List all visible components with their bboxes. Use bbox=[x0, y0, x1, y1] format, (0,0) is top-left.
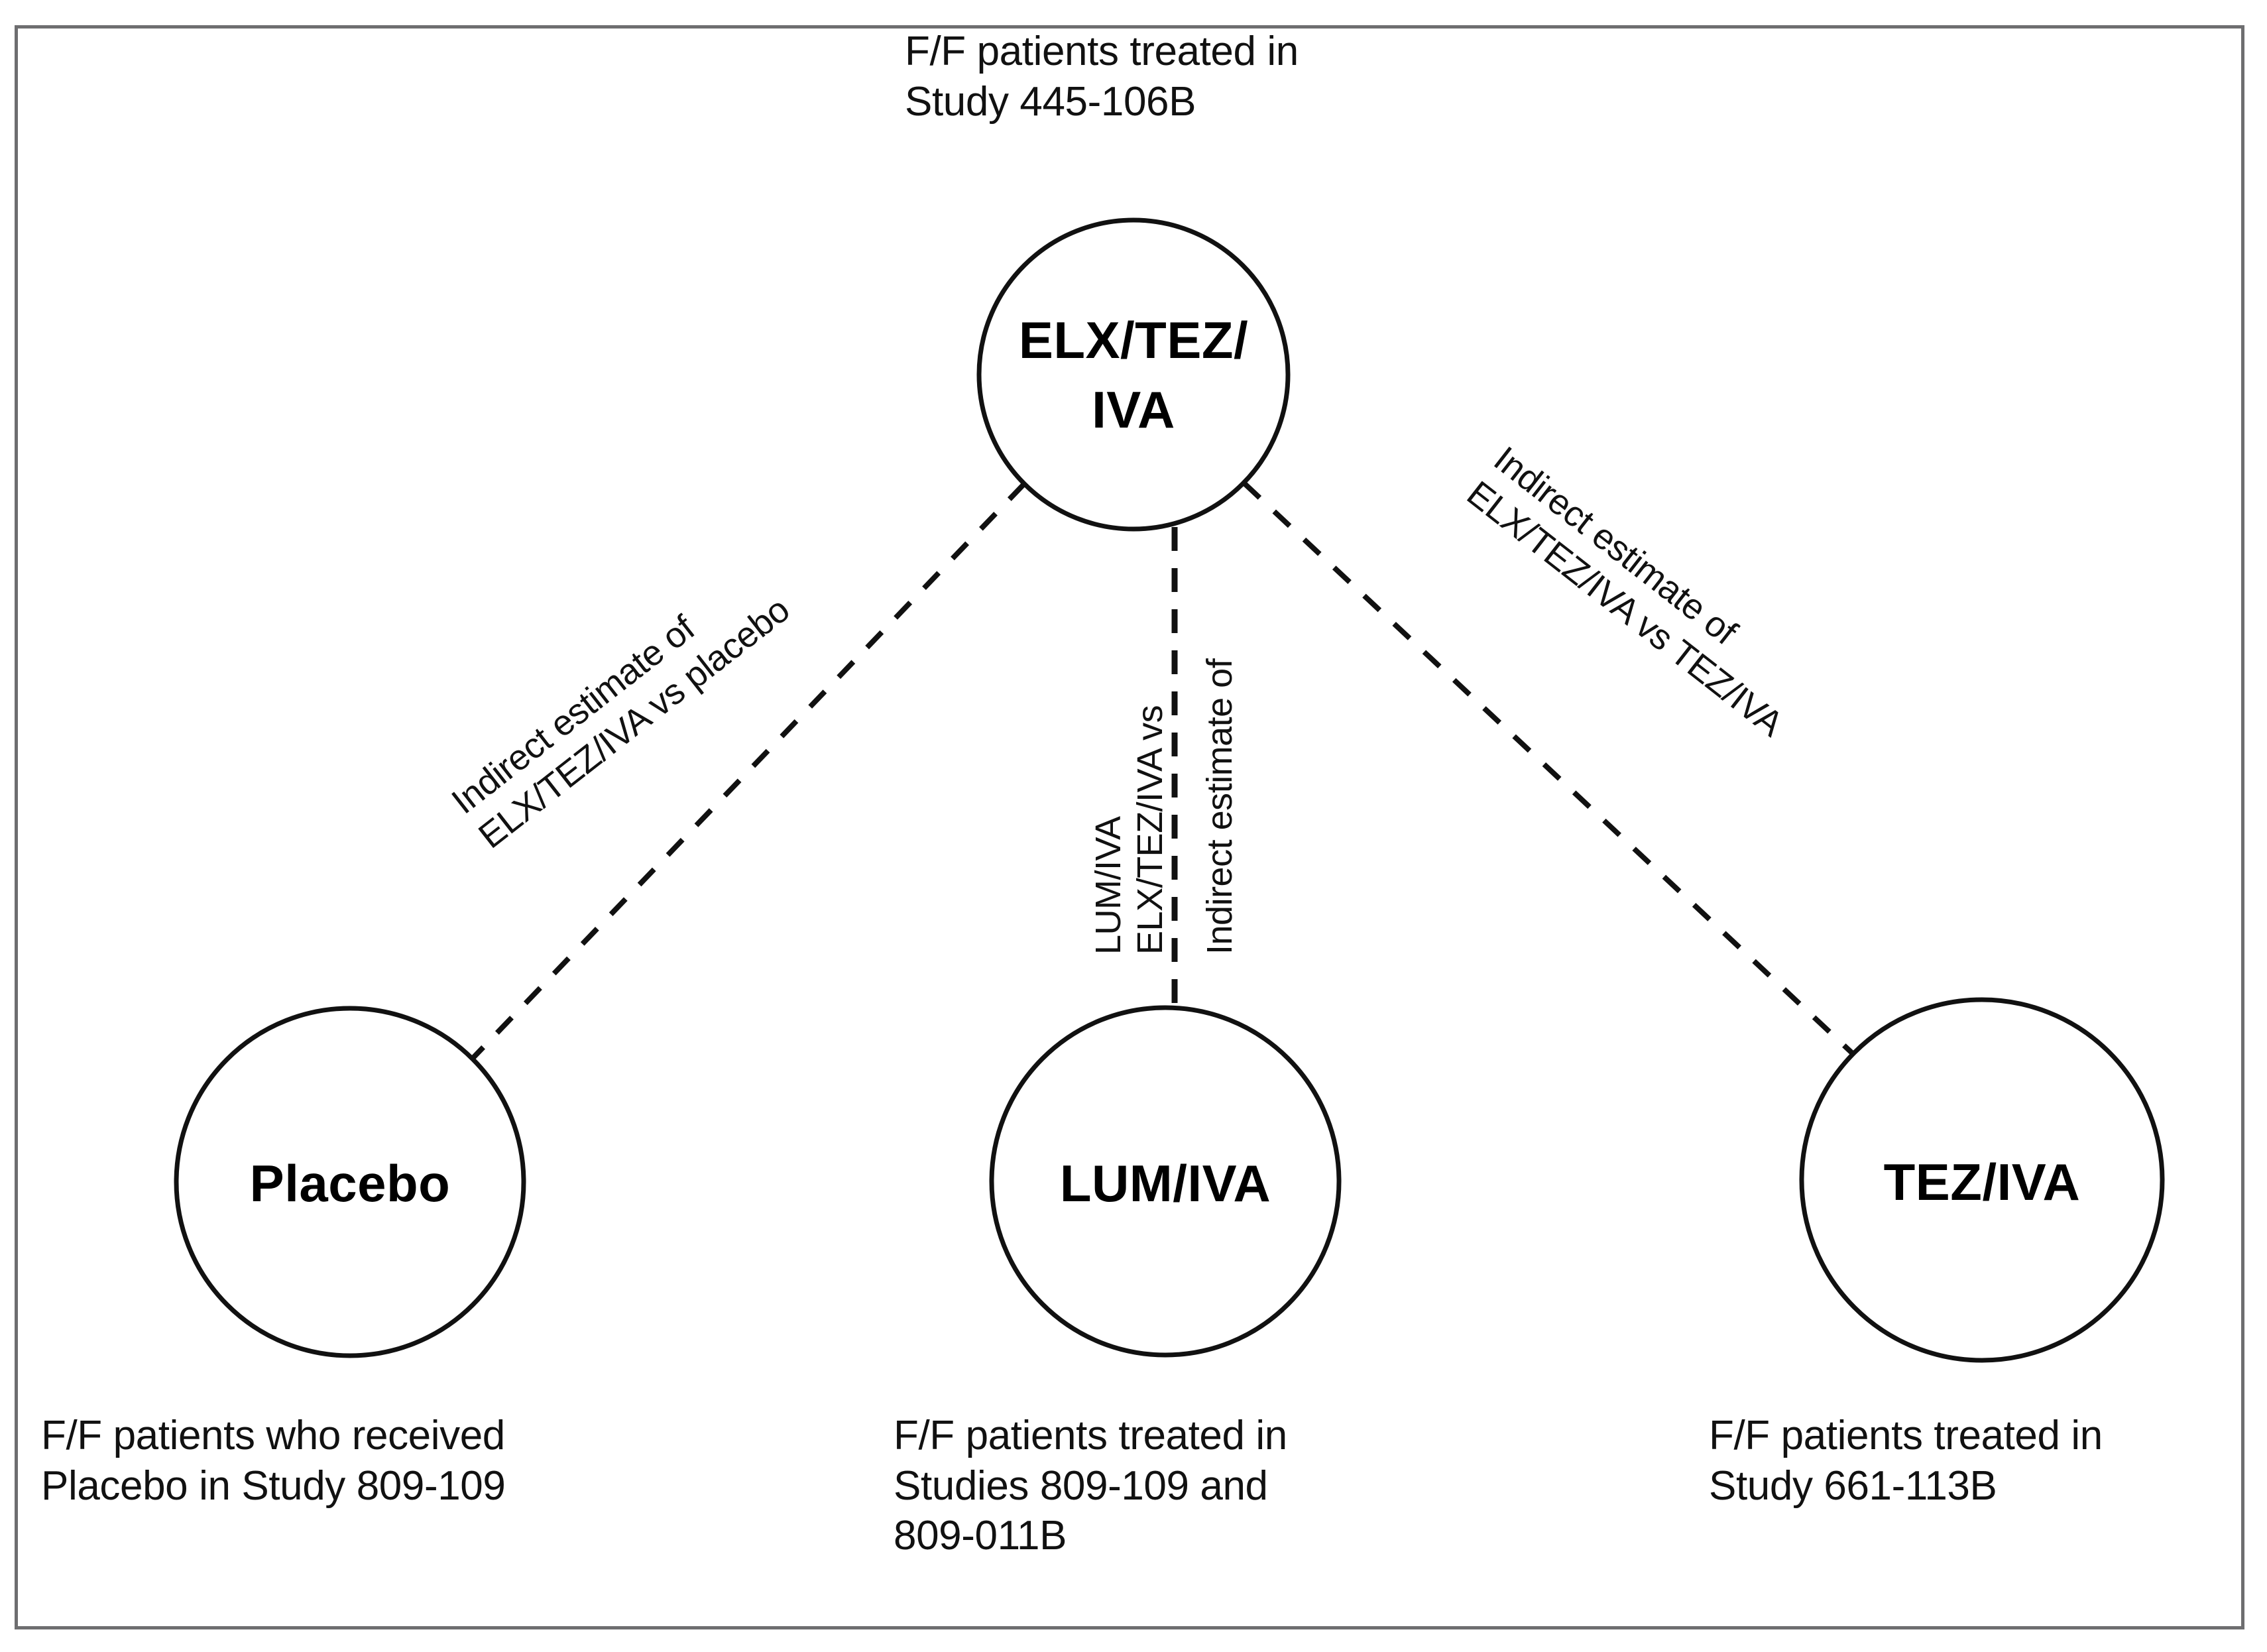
figure-border bbox=[15, 25, 2244, 1629]
edge-elx-placebo-label: Indirect estimate of ELX/TEZ/IVA vs plac… bbox=[444, 589, 797, 856]
node-elx-tez-iva[interactable]: ELX/TEZ/ IVA bbox=[976, 217, 1291, 532]
edge-elx-lum-label-line3: LUM/IVA bbox=[1088, 816, 1128, 955]
caption-top-center: F/F patients treated in Study 445-106B bbox=[905, 29, 1299, 125]
node-lum-iva[interactable]: LUM/IVA bbox=[989, 1005, 1342, 1358]
node-placebo-label: Placebo bbox=[250, 1154, 451, 1212]
node-placebo[interactable]: Placebo bbox=[174, 1006, 526, 1358]
edge-elx-lum-label-line2: ELX/TEZ/IVA vs bbox=[1130, 705, 1170, 955]
caption-bottom-center: F/F patients treated in Studies 809-109 … bbox=[894, 1413, 1287, 1559]
edge-elx-placebo-line bbox=[462, 482, 1026, 1069]
edge-elx-lum-label: Indirect estimate of ELX/TEZ/IVA vs LUM/… bbox=[1088, 658, 1240, 955]
edge-elx-tez-label: Indirect estimate of ELX/TEZ/IVA vs TEZ/… bbox=[1460, 439, 1790, 744]
edge-elx-tez-label-line2: ELX/TEZ/IVA vs TEZ/IVA bbox=[1460, 473, 1790, 744]
node-elx-tez-iva-label-line1: ELX/TEZ/ bbox=[1019, 311, 1248, 369]
caption-bottom-left: F/F patients who received Placebo in Stu… bbox=[41, 1413, 506, 1509]
node-placebo-circle[interactable] bbox=[174, 1006, 526, 1358]
edge-elx-lum-label-line1: Indirect estimate of bbox=[1200, 658, 1240, 955]
caption-bottom-right: F/F patients treated in Study 661-113B bbox=[1709, 1413, 2103, 1509]
node-tez-iva-label: TEZ/IVA bbox=[1884, 1153, 2081, 1211]
edge-elx-placebo-label-line2: ELX/TEZ/IVA vs placebo bbox=[471, 589, 797, 856]
node-tez-iva-circle[interactable] bbox=[1799, 997, 2165, 1363]
node-lum-iva-circle[interactable] bbox=[989, 1005, 1342, 1358]
edge-elx-tez-line bbox=[1242, 481, 1868, 1068]
node-lum-iva-label: LUM/IVA bbox=[1060, 1154, 1271, 1212]
node-elx-tez-iva-circle[interactable] bbox=[976, 217, 1291, 532]
node-tez-iva[interactable]: TEZ/IVA bbox=[1799, 997, 2165, 1363]
node-elx-tez-iva-label-line2: IVA bbox=[1092, 381, 1175, 439]
